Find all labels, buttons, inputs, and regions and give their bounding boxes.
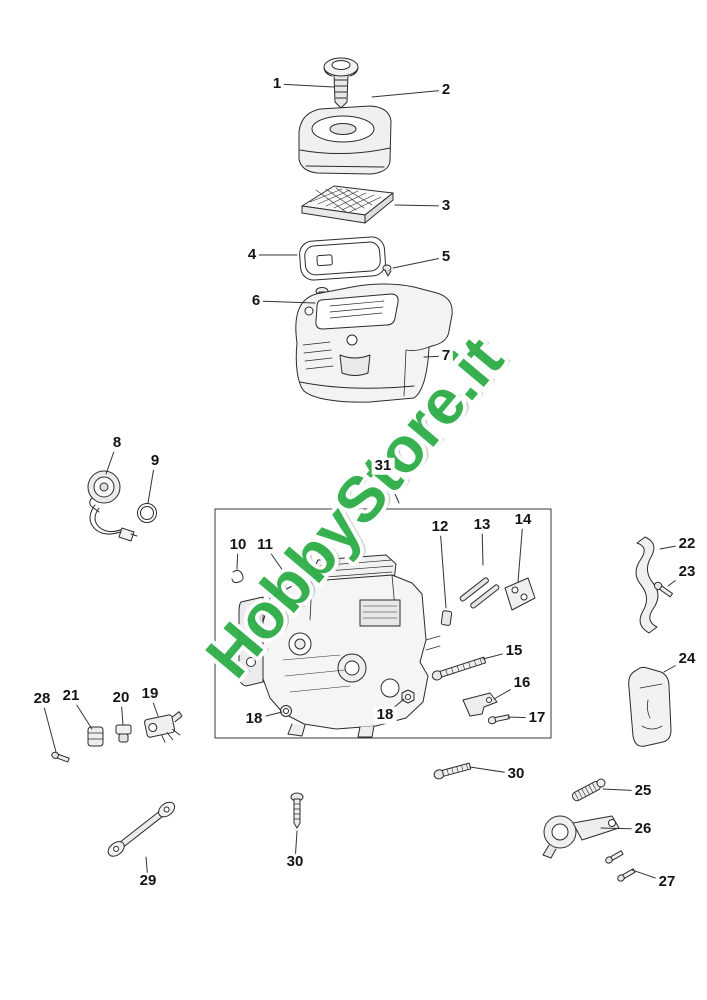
leader-line-28 <box>41 698 57 753</box>
part-screw-28 <box>51 751 70 763</box>
callout-20: 20 <box>109 689 133 707</box>
callout-15: 15 <box>502 642 526 660</box>
leader-line-6 <box>255 300 316 304</box>
part-pin-12 <box>440 610 453 626</box>
part-grommet-21 <box>87 726 104 747</box>
part-side-cover-24 <box>628 666 672 747</box>
callout-29: 29 <box>136 872 160 890</box>
callout-23: 23 <box>675 563 699 581</box>
part-brake-band-22 <box>635 536 659 634</box>
leader-line-14 <box>517 519 524 583</box>
part-studs-13 <box>459 577 500 609</box>
callout-9: 9 <box>147 452 163 470</box>
callout-5: 5 <box>438 248 454 266</box>
callout-16: 16 <box>510 674 534 692</box>
callout-8: 8 <box>109 434 125 452</box>
part-bushing-20 <box>115 724 132 743</box>
callout-19: 19 <box>138 685 162 703</box>
callout-3: 3 <box>438 197 454 215</box>
part-gasket <box>299 236 386 281</box>
callout-31: 31 <box>371 457 395 475</box>
part-bracket-14 <box>504 577 536 611</box>
part-screw-5 <box>382 264 392 277</box>
callout-13: 13 <box>470 516 494 534</box>
callout-7: 7 <box>438 347 454 365</box>
callout-24: 24 <box>675 650 699 668</box>
detail-box-31 <box>214 508 552 739</box>
callout-25: 25 <box>631 782 655 800</box>
callout-30: 30 <box>504 765 528 783</box>
callout-21: 21 <box>59 687 83 705</box>
callout-12: 12 <box>428 518 452 536</box>
callout-26: 26 <box>631 820 655 838</box>
callout-4: 4 <box>244 246 260 264</box>
part-screw-15 <box>431 656 487 681</box>
leader-line-5 <box>392 256 447 269</box>
part-catcher-16 <box>462 692 498 717</box>
callout-18: 18 <box>373 706 397 724</box>
callout-6: 6 <box>248 292 264 310</box>
part-primer-bulb <box>87 470 138 542</box>
part-knob-screw <box>323 57 359 109</box>
part-top-cover <box>295 283 453 403</box>
part-air-filter <box>301 185 394 224</box>
callout-22: 22 <box>675 535 699 553</box>
part-worm-gear-25 <box>571 778 606 802</box>
part-screw-17 <box>487 714 510 725</box>
callout-28: 28 <box>30 690 54 708</box>
callout-2: 2 <box>438 81 454 99</box>
leader-line-12 <box>439 526 447 609</box>
part-o-ring <box>137 503 157 523</box>
part-clip-10 <box>231 569 244 584</box>
callout-14: 14 <box>511 511 535 529</box>
callout-27: 27 <box>655 873 679 891</box>
part-crankcase <box>231 554 441 738</box>
part-screws-27 <box>605 850 636 882</box>
part-oil-pump-26 <box>542 815 620 859</box>
callout-11: 11 <box>254 536 276 554</box>
leader-line-1 <box>276 83 335 88</box>
callout-30: 30 <box>283 853 307 871</box>
part-screw-30-left <box>290 792 304 829</box>
part-air-filter-cover <box>298 105 392 175</box>
leader-line-3 <box>394 204 447 207</box>
part-rod-29 <box>107 801 176 857</box>
leader-line-2 <box>371 89 447 98</box>
part-screw-23 <box>653 581 674 598</box>
callout-18: 18 <box>242 710 266 728</box>
callout-1: 1 <box>269 75 285 93</box>
part-screw-30-right <box>433 762 472 780</box>
callout-17: 17 <box>525 709 549 727</box>
part-switch-19 <box>144 711 183 743</box>
callout-10: 10 <box>226 536 250 554</box>
